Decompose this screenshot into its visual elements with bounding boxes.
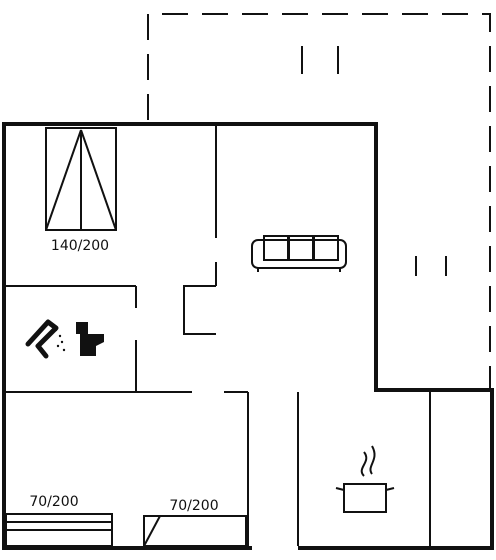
single-bed-left: 70/200: [5, 494, 113, 547]
shower-icon: [25, 319, 66, 359]
interior-walls: [6, 126, 431, 546]
double-bed: 140/200: [45, 127, 117, 254]
terrace-outline: [147, 13, 491, 392]
cooking-pot-icon: [335, 445, 395, 513]
double-bed-label: 140/200: [51, 238, 109, 254]
single-bed-left-label: 70/200: [29, 494, 78, 510]
single-bed-right: 70/200: [143, 498, 247, 547]
exterior-walls: [2, 122, 494, 550]
sofa-icon: [251, 235, 347, 272]
single-bed-right-label: 70/200: [169, 498, 218, 514]
toilet-icon: [76, 322, 104, 356]
